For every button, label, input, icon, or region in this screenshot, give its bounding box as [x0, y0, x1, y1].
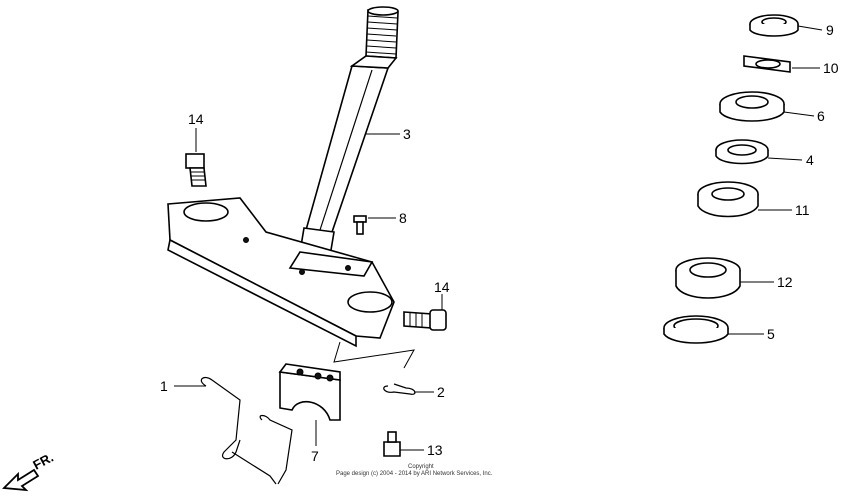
part-6-adjusting-nut[interactable]	[719, 91, 785, 122]
leader-lines	[174, 25, 823, 451]
part-5-dust-seal[interactable]	[663, 315, 729, 344]
callout-2: 2	[437, 384, 445, 400]
part-12-bearing[interactable]	[675, 257, 741, 299]
callout-3: 3	[403, 126, 411, 142]
callout-9: 9	[826, 22, 834, 38]
callout-labels: 14 3 8 14 1 2 7 13 9 10 6 4 11 12 5	[160, 22, 839, 464]
front-arrow-icon	[2, 468, 40, 492]
part-13-bolt[interactable]	[383, 431, 401, 457]
callout-14-upper: 14	[188, 111, 204, 127]
part-11-bearing[interactable]	[697, 181, 759, 218]
lower-triple-clamp[interactable]	[167, 197, 395, 348]
callout-1: 1	[160, 378, 168, 394]
part-9-lock-nut[interactable]	[749, 14, 799, 37]
callout-14-lower: 14	[434, 279, 450, 295]
part-8-screw[interactable]	[353, 215, 367, 235]
callout-8: 8	[399, 210, 407, 226]
part-4-race[interactable]	[715, 139, 769, 165]
part-14-bolt-upper[interactable]	[185, 153, 207, 187]
part-3-steering-stem[interactable]	[299, 6, 399, 257]
callout-5: 5	[767, 326, 775, 342]
callout-13: 13	[427, 442, 443, 458]
copyright-line-1: Copyright	[408, 464, 434, 470]
callout-11: 11	[795, 202, 810, 218]
part-1-wire-clip[interactable]	[200, 376, 293, 485]
part-2-clip[interactable]	[383, 383, 416, 395]
copyright-line-2: Page design (c) 2004 - 2014 by ARI Netwo…	[336, 471, 493, 477]
callout-6: 6	[817, 108, 825, 124]
part-14-bolt-lower[interactable]	[403, 309, 447, 331]
part-10-lock-washer[interactable]	[743, 55, 791, 73]
part-7-clamp[interactable]	[278, 363, 341, 421]
callout-12: 12	[777, 274, 793, 290]
callout-10: 10	[823, 60, 839, 76]
callout-7: 7	[311, 448, 319, 464]
copyright-notice: Copyright Page design (c) 2004 - 2014 by…	[336, 464, 493, 477]
front-direction-indicator: FR.	[2, 450, 56, 492]
callout-4: 4	[806, 152, 814, 168]
